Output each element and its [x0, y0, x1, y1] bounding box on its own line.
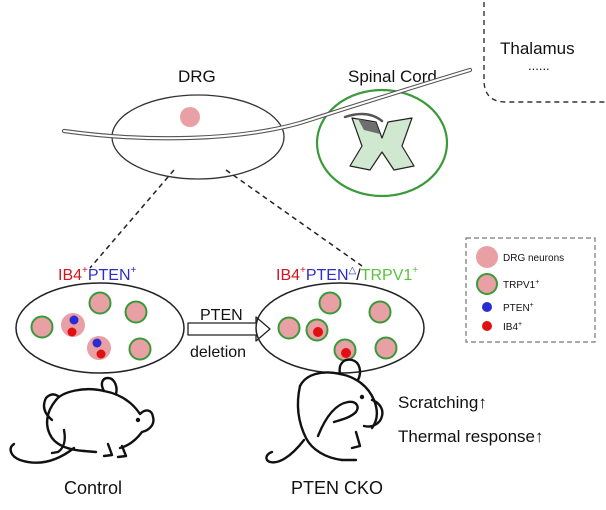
- control-neuron-trpv1: [124, 300, 148, 324]
- legend-trpv1: TRPV1+: [503, 279, 539, 291]
- pten-cko-label: PTEN CKO: [291, 478, 383, 498]
- legend-pten: PTEN+: [503, 302, 534, 314]
- control-marker-label: IB4+PTEN+: [58, 265, 137, 284]
- control-neuron-trpv1: [30, 315, 54, 339]
- cko-neuron-trpv1: [368, 300, 392, 324]
- control-neuron-trpv1: [88, 291, 112, 315]
- ib4-dot: [67, 327, 77, 337]
- cko-neuron-trpv1: [277, 316, 301, 340]
- nerve-fiber-branch: [343, 112, 384, 123]
- cko-mouse-eye: [359, 394, 365, 400]
- ib4-dot: [341, 348, 351, 358]
- cko-neuron-trpv1: [374, 336, 398, 360]
- zoom-line-left: [89, 169, 175, 269]
- spinal-gray-matter: [349, 117, 415, 171]
- cko-neuron-trpv1: [318, 291, 342, 315]
- control-label: Control: [64, 478, 122, 498]
- nerve-fiber-core: [63, 69, 471, 140]
- control-mouse-eye: [135, 417, 141, 423]
- scratching-phenotype: Scratching↑: [398, 393, 487, 412]
- pten-dot: [69, 315, 79, 325]
- dorsal-horn: [358, 119, 380, 134]
- legend-drg-neurons: DRG neurons: [503, 253, 564, 264]
- thalamus-label: Thalamus: [500, 39, 575, 58]
- control-mouse-illustration: [9, 376, 155, 464]
- legend-ib4: IB4+: [503, 321, 522, 333]
- thalamus-dots: ......: [528, 58, 550, 73]
- legend-ib4-swatch: [482, 321, 492, 331]
- legend-box: [465, 237, 596, 343]
- legend-pten-swatch: [482, 302, 492, 312]
- pten-dot: [92, 338, 102, 348]
- ib4-dot: [96, 349, 106, 359]
- control-drg-ellipse: [15, 282, 185, 374]
- legend-trpv1-swatch: [476, 273, 498, 295]
- cko-marker-label: IB4+PTEN△/TRPV1+: [276, 265, 418, 284]
- ib4-dot: [313, 327, 323, 337]
- control-neuron-trpv1: [128, 337, 152, 361]
- zoom-line-right: [225, 169, 363, 267]
- drg-neuron-cell: [180, 107, 200, 127]
- control-neuron-ib4-pten: [61, 313, 85, 337]
- spinal-cord-label: Spinal Cord: [348, 67, 437, 86]
- arrow-bottom-label: deletion: [190, 344, 246, 361]
- legend-drg-neuron-swatch: [476, 246, 498, 268]
- cko-mouse-illustration: [265, 358, 384, 464]
- thermal-phenotype: Thermal response↑: [398, 427, 544, 446]
- arrow-top-label: PTEN: [200, 307, 243, 324]
- drg-label: DRG: [178, 67, 216, 86]
